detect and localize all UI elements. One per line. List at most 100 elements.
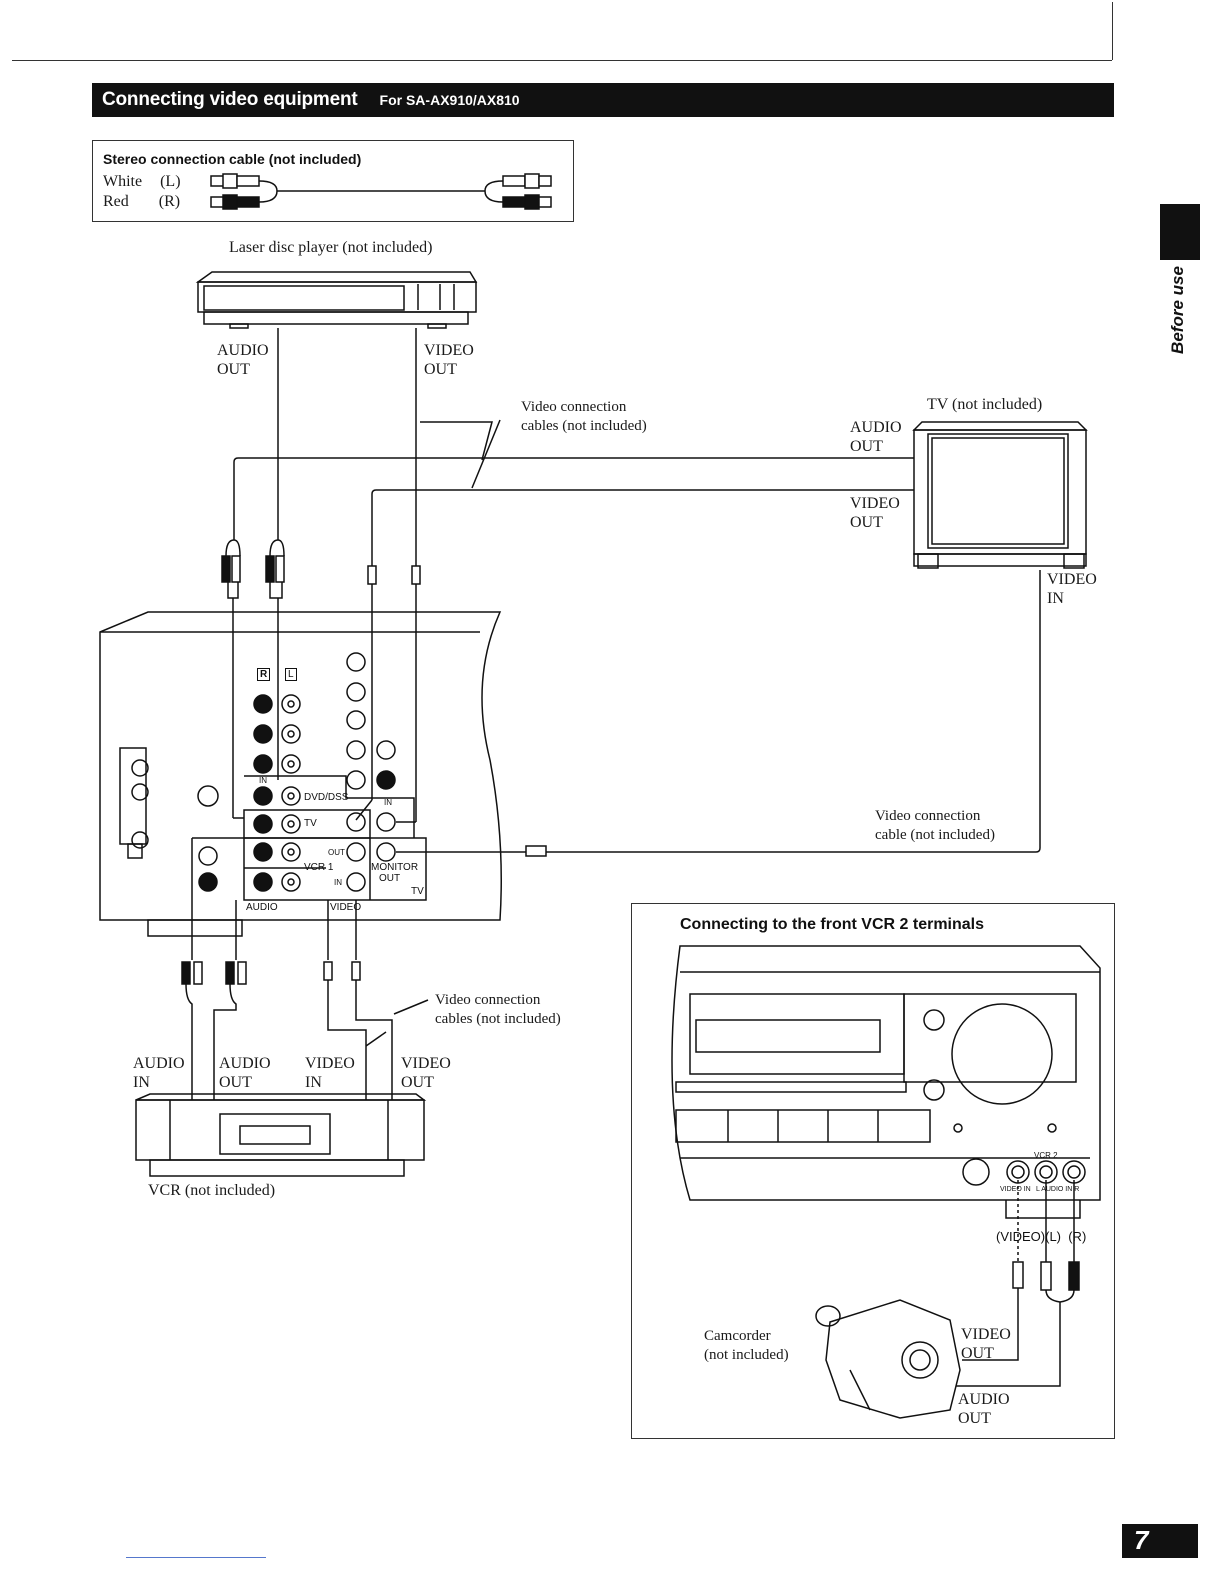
- video-plugs-top: [367, 565, 421, 585]
- in-label: IN: [259, 776, 267, 785]
- receiver-rear-panel: [99, 570, 1041, 937]
- stereo-cable-icon: [210, 173, 552, 210]
- vcr-video-in-label: VIDEO IN: [305, 1054, 355, 1092]
- video-cables-bottom-label: Video connection cables (not included): [435, 991, 561, 1029]
- label-line: OUT: [958, 1410, 991, 1427]
- legend-color: White: [103, 173, 143, 190]
- vcr-audio-in-label: AUDIO IN: [133, 1054, 185, 1092]
- front-vcr2-title: Connecting to the front VCR 2 terminals: [680, 916, 985, 933]
- video-cable-tv-label: Video connection cable (not included): [875, 807, 995, 845]
- label-line: OUT: [219, 1074, 252, 1091]
- tv-in-label: IN: [384, 798, 392, 807]
- label-line: VIDEO: [305, 1055, 355, 1072]
- top-rule: [12, 60, 1112, 61]
- camcorder-caption: Camcorder (not included): [704, 1327, 789, 1365]
- label-line: VIDEO: [401, 1055, 451, 1072]
- tv-input-label: TV: [304, 818, 317, 829]
- section-subtitle: For SA-AX910/AX810: [379, 92, 520, 108]
- legend-color: Red: [103, 193, 129, 210]
- camcorder-plug-labels: (VIDEO)(L) (R): [996, 1229, 1087, 1244]
- label-line: IN: [1047, 590, 1064, 607]
- dvd-dss-label: DVD/DSS: [304, 792, 349, 803]
- camcorder-video-out-label: VIDEO OUT: [961, 1325, 1011, 1363]
- vcr-caption: VCR (not included): [148, 1182, 276, 1199]
- label-line: Camcorder: [704, 1328, 771, 1344]
- video-group-label: VIDEO: [330, 902, 362, 913]
- section-banner: Connecting video equipment For SA-AX910/…: [92, 83, 1114, 117]
- vcr2-video-in-label: VIDEO IN: [1000, 1186, 1031, 1193]
- camcorder-audio-out-label: AUDIO OUT: [958, 1390, 1010, 1428]
- jack-column-monitor: [376, 740, 396, 862]
- label-line: cables (not included): [435, 1011, 561, 1027]
- label-line: OUT: [850, 514, 883, 531]
- label-line: VIDEO: [424, 342, 474, 359]
- footer-rule: [126, 1557, 266, 1558]
- vcr1-in-label: IN: [334, 878, 342, 887]
- vcr2-audio-in-label: L AUDIO IN R: [1036, 1186, 1080, 1193]
- label-line: IN: [305, 1074, 322, 1091]
- legend-row-red: Red (R): [103, 192, 180, 211]
- tv-icon: [912, 421, 1088, 569]
- tv-video-in-label: VIDEO IN: [1047, 570, 1097, 608]
- vcr-audio-out-label: AUDIO OUT: [219, 1054, 271, 1092]
- label-line: OUT: [217, 361, 250, 378]
- laser-disc-caption: Laser disc player (not included): [229, 239, 433, 256]
- vcr-video-out-label: VIDEO OUT: [401, 1054, 451, 1092]
- plugs-bottom: [181, 961, 361, 985]
- front-panel-icon: [671, 945, 1101, 1219]
- channel-l-label: L: [285, 668, 297, 681]
- label-line: OUT: [401, 1074, 434, 1091]
- tv-audio-out-label: AUDIO OUT: [850, 418, 902, 456]
- label-line: OUT: [961, 1345, 994, 1362]
- label-line: MONITOR: [371, 862, 419, 873]
- top-crop-mark: [1112, 2, 1113, 60]
- laser-disc-player-icon: [195, 271, 478, 329]
- tv-video-out-label: VIDEO OUT: [850, 494, 900, 532]
- label-line: cables (not included): [521, 418, 647, 434]
- label-line: OUT: [424, 361, 457, 378]
- label-line: VIDEO: [1047, 571, 1097, 588]
- label-line: (not included): [704, 1347, 789, 1363]
- vcr1-out-label: OUT: [328, 848, 345, 857]
- label-line: AUDIO: [958, 1391, 1010, 1408]
- jack-column-r: [253, 694, 273, 892]
- label-line: Video connection: [435, 992, 541, 1008]
- legend-row-white: White (L): [103, 172, 181, 191]
- ld-audio-out-label: AUDIO OUT: [217, 341, 269, 379]
- label-line: Video connection: [521, 399, 627, 415]
- legend-channel: (L): [160, 173, 181, 190]
- section-tab-marker: [1160, 204, 1200, 260]
- label-line: VIDEO: [850, 495, 900, 512]
- audio-group-label: AUDIO: [246, 902, 278, 913]
- label-line: IN: [133, 1074, 150, 1091]
- monitor-out-label: MONITOR OUT: [371, 862, 418, 884]
- tv-caption: TV (not included): [927, 396, 1043, 413]
- camcorder-icon: [815, 1299, 961, 1419]
- label-line: AUDIO: [850, 419, 902, 436]
- legend-title: Stereo connection cable (not included): [103, 151, 362, 167]
- page-number-badge: 7: [1122, 1524, 1198, 1558]
- section-title: Connecting video equipment: [102, 89, 358, 110]
- tv-group-label: TV: [411, 886, 424, 897]
- label-line: AUDIO: [217, 342, 269, 359]
- label-line: cable (not included): [875, 827, 995, 843]
- channel-r-label: R: [257, 668, 271, 681]
- legend-channel: (R): [158, 193, 181, 210]
- vcr-icon: [135, 1093, 427, 1177]
- label-line: OUT: [850, 438, 883, 455]
- ld-video-out-label: VIDEO OUT: [424, 341, 474, 379]
- jack-column-l: [281, 694, 301, 892]
- jack-column-video: [346, 652, 366, 892]
- vcr2-terminal-group-label: VCR 2: [1034, 1151, 1058, 1160]
- page-number: 7: [1134, 1525, 1149, 1555]
- label-line: AUDIO: [133, 1055, 185, 1072]
- label-line: AUDIO: [219, 1055, 271, 1072]
- vcr1-label: VCR 1: [304, 862, 334, 873]
- front-vcr2-panel: [631, 903, 1115, 1439]
- audio-plugs-top: [221, 539, 285, 599]
- label-line: OUT: [379, 873, 401, 884]
- label-line: Video connection: [875, 808, 981, 824]
- stereo-cable-legend: Stereo connection cable (not included) W…: [92, 140, 574, 222]
- video-cables-top-label: Video connection cables (not included): [521, 398, 647, 436]
